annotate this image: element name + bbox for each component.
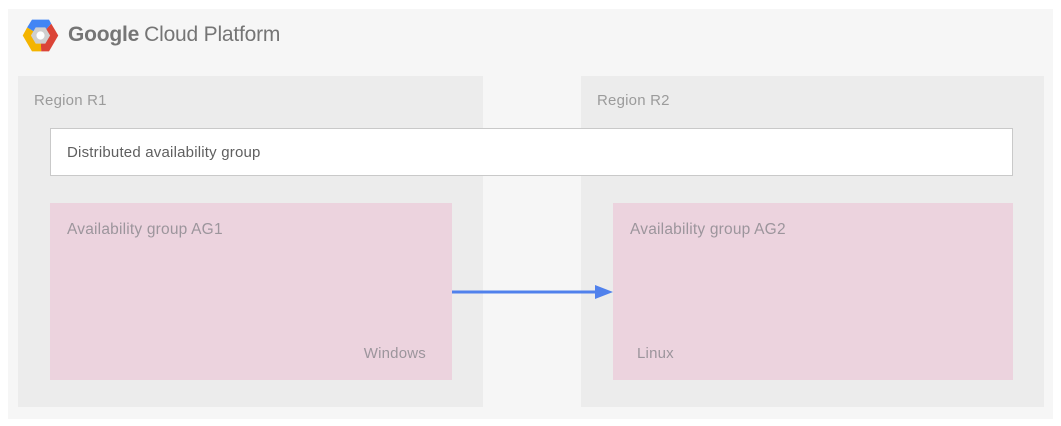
availability-group-ag2-box: Availability group AG2 Linux <box>613 203 1013 380</box>
availability-group-ag1-box: Availability group AG1 Windows <box>50 203 452 380</box>
availability-group-ag2-label: Availability group AG2 <box>630 221 786 238</box>
region-r1-label: Region R1 <box>34 92 107 109</box>
distributed-availability-group-label: Distributed availability group <box>67 143 261 161</box>
replication-arrow-icon <box>452 285 613 299</box>
ag1-os-label: Windows <box>363 345 426 362</box>
logo-product-text: Cloud Platform <box>144 23 281 46</box>
availability-group-ag1-label: Availability group AG1 <box>67 221 223 238</box>
gcp-hexagon-icon <box>22 19 59 51</box>
ag2-os-label: Linux <box>637 345 674 362</box>
logo-brand-text: Google <box>68 23 140 46</box>
distributed-availability-group-box: Distributed availability group <box>50 128 1013 176</box>
region-r2-label: Region R2 <box>597 92 670 109</box>
